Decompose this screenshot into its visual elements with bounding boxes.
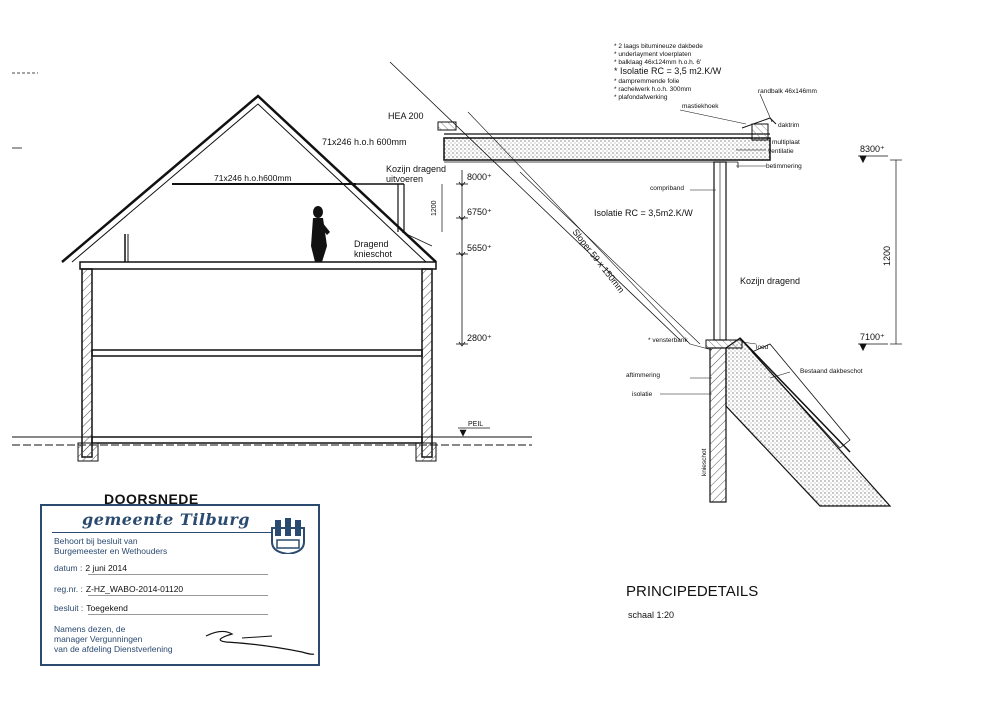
ventilatie-label: ventilatie: [768, 148, 794, 155]
stamp-rule: [88, 574, 268, 575]
isolatie2-label: isolatie: [632, 391, 653, 398]
stamp-footer-1: Namens dezen, de: [54, 624, 126, 634]
spec-item: * rachelwerk h.o.h. 300mm: [614, 86, 691, 93]
stamp-org: gemeente Tilburg: [82, 510, 250, 529]
stamp-rule: [88, 614, 268, 615]
level-8300: 8300⁺: [860, 144, 885, 154]
tilburg-crest-icon: [271, 518, 305, 554]
spec-item: * dampremmende folie: [614, 78, 680, 85]
level-6750: 6750⁺: [467, 207, 492, 217]
stamp-reg-label: reg.nr. :: [54, 584, 83, 594]
approval-stamp: gemeente Tilburg Behoort bij besluit van…: [40, 504, 320, 666]
stamp-divider: [52, 532, 272, 533]
isolatie-label: Isolatie RC = 3,5m2.K/W: [594, 208, 693, 218]
level-2800: 2800⁺: [467, 333, 492, 343]
daktrim-label: daktrim: [778, 122, 799, 129]
detail-scale: schaal 1:20: [628, 610, 674, 620]
hea-label: HEA 200: [388, 111, 424, 121]
aftimmering-label: aftimmering: [626, 372, 660, 379]
signature-icon: [205, 630, 315, 655]
randbalk-label: randbalk 46x146mm: [758, 88, 817, 95]
stamp-besluit: besluit :Toegekend: [54, 603, 128, 613]
stamp-datum-label: datum :: [54, 563, 83, 573]
knieschot-label-2: knieschot: [354, 249, 393, 259]
detail-drawing: [389, 61, 902, 507]
stamp-datum-value: 2 juni 2014: [85, 563, 127, 573]
spec-list: * 2 laags bitumineuze dakbede * underlay…: [614, 43, 722, 101]
level-8000: 8000⁺: [467, 172, 492, 182]
stamp-reg: reg.nr. :Z-HZ_WABO-2014-01120: [54, 584, 183, 594]
spec-item: * balklaag 46x124mm h.o.h. 6': [614, 59, 701, 66]
section-drawing: [12, 72, 532, 462]
spec-item: * 2 laags bitumineuze dakbede: [614, 43, 703, 50]
stamp-datum: datum :2 juni 2014: [54, 563, 127, 573]
spec-item: * plafondafwerking: [614, 94, 668, 101]
section-title: DOORSNEDE: [104, 491, 199, 507]
stamp-footer-3: van de afdeling Dienstverlening: [54, 644, 173, 654]
stamp-line-2: Burgemeester en Wethouders: [54, 546, 168, 556]
level-5650: 5650⁺: [467, 243, 492, 253]
stamp-footer-2: manager Vergunningen: [54, 634, 143, 644]
kozijn-label-2: uitvoeren: [386, 174, 423, 184]
spec-item: * Isolatie RC = 3,5 m2.K/W: [614, 66, 722, 76]
kozijn-label-1: Kozijn dragend: [386, 164, 446, 174]
spec-item: * underlayment vloerplaten: [614, 51, 692, 58]
kozijn-dragend-label: Kozijn dragend: [740, 276, 800, 286]
stamp-line-1: Behoort bij besluit van: [54, 536, 138, 546]
level-7100: 7100⁺: [860, 332, 885, 342]
peil-label: PEIL: [468, 421, 483, 428]
betimmering-label: betimmering: [766, 163, 802, 170]
beam-lower-label: 71x246 h.o.h600mm: [214, 173, 292, 183]
person-silhouette-icon: [311, 206, 330, 262]
knieschot-label-1: Dragend: [354, 239, 389, 249]
dakbeschot-label: Bestaand dakbeschot: [800, 368, 863, 375]
stamp-besluit-label: besluit :: [54, 603, 84, 613]
vensterbank-label: * vensterbank: [648, 337, 688, 344]
lood-label: lood: [756, 344, 769, 351]
stamp-rule: [88, 595, 268, 596]
dim-1200-label: 1200: [431, 200, 438, 216]
knieschot-label: knieschot: [701, 448, 708, 476]
detail-dim-1200: 1200: [882, 246, 892, 266]
mastiek-label: mastiekhoek: [682, 103, 719, 110]
detail-title: PRINCIPEDETAILS: [626, 583, 758, 600]
stamp-reg-value: Z-HZ_WABO-2014-01120: [85, 584, 184, 594]
sloper-label: Sloper 59 x 150mm: [570, 227, 626, 295]
multiplaat-label: multiplaat: [772, 139, 800, 146]
stamp-besluit-value: Toegekend: [86, 603, 128, 613]
beam-upper-label: 71x246 h.o.h 600mm: [322, 137, 407, 147]
compriband-label: compriband: [650, 185, 684, 192]
